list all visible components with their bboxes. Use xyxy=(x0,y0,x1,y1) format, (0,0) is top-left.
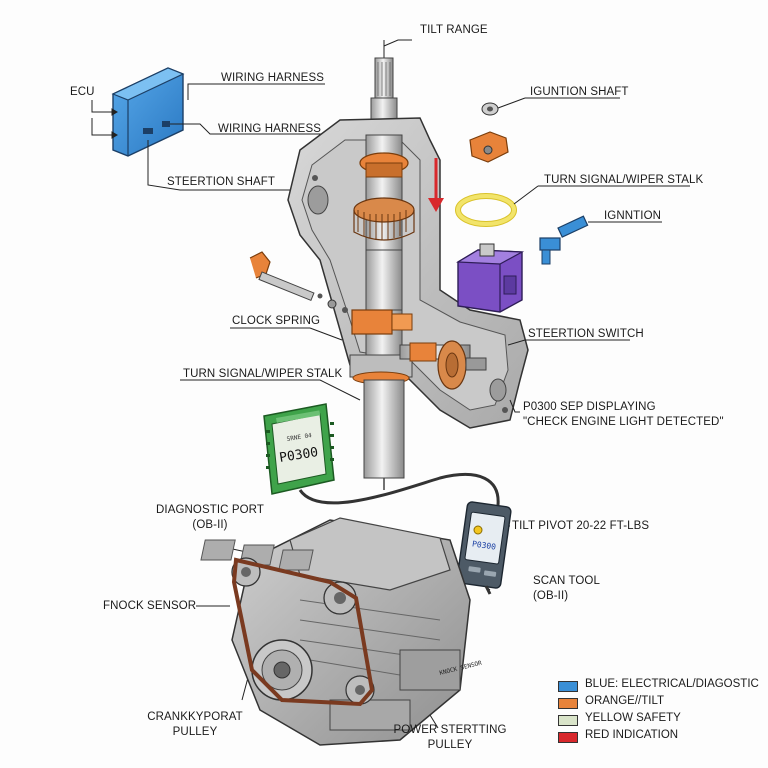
legend-row-tilt: ORANGE//TILT xyxy=(558,695,758,712)
label-power-steering-line1: POWER STERTTING xyxy=(393,724,507,736)
scan-tool-device: P0300 xyxy=(456,501,512,595)
ignition-housing xyxy=(455,243,525,313)
obd-code-text: P0300 xyxy=(278,445,319,466)
label-crank-pulley-line2: PULLEY xyxy=(172,726,218,738)
legend-row-indication: RED INDICATION xyxy=(558,729,758,746)
label-steering-switch: STEERTION SWITCH xyxy=(528,328,644,340)
obd-code-module: SRNE 04 P0300 xyxy=(263,403,335,495)
legend-row-electrical: BLUE: ELECTRICAL/DIAGOSTIC xyxy=(558,678,759,695)
scan-tool-cable xyxy=(298,473,500,506)
pulleys-and-belt xyxy=(231,557,375,707)
yellow-safety-ring xyxy=(455,185,690,227)
ecu-module xyxy=(111,67,185,157)
label-p0300-line2: "CHECK ENGINE LIGHT DETECTED" xyxy=(523,416,724,428)
legend-label-tilt: ORANGE//TILT xyxy=(585,695,665,707)
legend-label-indication: RED INDICATION xyxy=(585,729,679,741)
legend-swatch-tilt xyxy=(558,698,578,709)
tilt-lever-part xyxy=(249,251,323,302)
legend-row-safety: YELLOW SAFETY xyxy=(558,712,758,729)
label-p0300-line1: P0300 SEP DISPLAYING xyxy=(523,401,656,413)
label-clock-spring: CLOCK SPRING xyxy=(232,315,321,327)
label-ecu: ECU xyxy=(70,86,95,98)
color-legend: BLUE: ELECTRICAL/DIAGOSTIC ORANGE//TILT … xyxy=(558,678,759,746)
label-scan-tool-line1: SCAN TOOL xyxy=(533,575,600,587)
red-indication-arrow xyxy=(428,158,444,212)
legend-swatch-indication xyxy=(558,732,578,743)
ignition-shaft-parts xyxy=(469,97,620,163)
label-scan-tool-line2: (OB-II) xyxy=(533,590,569,602)
legend-swatch-safety xyxy=(558,715,578,726)
legend-swatch-electrical xyxy=(558,681,578,692)
legend-label-safety: YELLOW SAFETY xyxy=(585,712,681,724)
label-diagnostic-port-line1: DIAGNOSTIC PORT xyxy=(156,504,264,516)
column-internals xyxy=(327,134,487,490)
label-diagnostic-port-line2: (OB-II) xyxy=(192,519,228,531)
label-knock-sensor: FNOCK SENSOR xyxy=(103,600,197,612)
scan-tool-code-text: P0300 xyxy=(471,539,496,551)
label-turn-signal-stalk-right: TURN SIGNAL/WIPER STALK xyxy=(544,174,704,186)
label-tilt-pivot: TILT PIVOT 20-22 FT-LBS xyxy=(512,520,650,532)
label-wiring-harness-top: WIRING HARNESS xyxy=(221,72,324,84)
label-wiring-harness-bottom: WIRING HARNESS xyxy=(218,123,321,135)
label-power-steering-line2: PULLEY xyxy=(427,739,473,751)
obd-small-text: SRNE 04 xyxy=(286,432,312,443)
ecu-leaders xyxy=(91,83,350,191)
label-ignition: IGNNTION xyxy=(604,210,662,222)
legend-label-electrical: BLUE: ELECTRICAL/DIAGOSTIC xyxy=(585,678,759,690)
label-steering-shaft: STEERTION SHAFT xyxy=(167,176,275,188)
label-tilt-range: TILT RANGE xyxy=(420,24,488,36)
label-ignition-shaft: IGUNTION SHAFT xyxy=(530,86,629,98)
label-crank-pulley-line1: CRANKKYPORAT xyxy=(147,711,243,723)
label-turn-signal-stalk-left: TURN SIGNAL/WIPER STALK xyxy=(183,368,343,380)
ignition-key-part xyxy=(539,215,662,265)
